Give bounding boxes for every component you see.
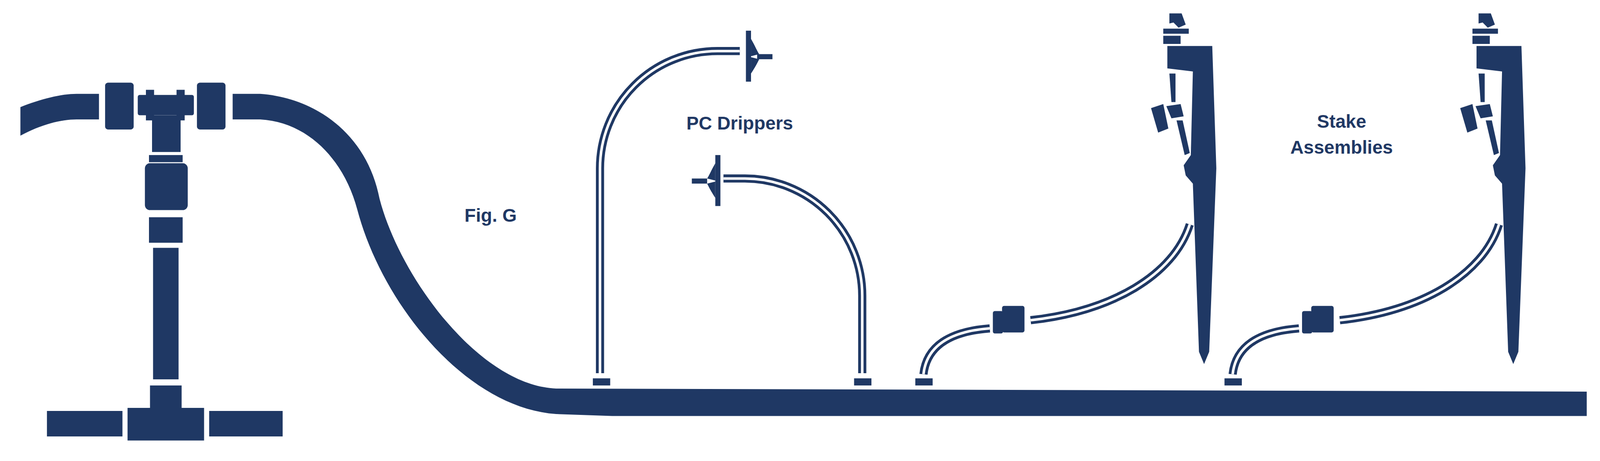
- tube-connector: [992, 311, 1003, 334]
- stake-emitter: [1163, 28, 1189, 34]
- figure-label: Fig. G: [464, 203, 517, 229]
- stake-emitter: [1176, 120, 1190, 156]
- supply-pipe: [47, 411, 123, 437]
- stake: [1167, 46, 1216, 365]
- tee-fitting: [145, 90, 155, 97]
- stake-tube: [923, 328, 990, 375]
- micro-tube: [723, 178, 863, 374]
- stake-tube: [1030, 224, 1190, 321]
- pc-dripper: [691, 178, 708, 185]
- barb: [592, 378, 610, 386]
- pc-dripper: [751, 38, 760, 56]
- pc-dripper: [751, 57, 760, 74]
- riser-pipe: [152, 247, 179, 380]
- stake-assembly: [1232, 13, 1526, 375]
- tee-fitting: [137, 94, 194, 116]
- stake-emitter: [1163, 35, 1181, 44]
- figure-label: Stake Assemblies: [1282, 108, 1401, 161]
- bottom-tee: [149, 385, 182, 411]
- barb: [915, 378, 933, 386]
- stake-tube: [1030, 224, 1190, 321]
- bottom-tee: [127, 408, 204, 441]
- stake-tube: [923, 328, 990, 375]
- filter-body: [145, 163, 189, 211]
- barb: [1224, 378, 1242, 386]
- micro-tube: [599, 50, 740, 374]
- tee-fitting: [176, 90, 186, 97]
- pc-dripper: [757, 54, 773, 60]
- stake-emitter: [1169, 73, 1176, 102]
- inlet-pipe: [20, 94, 99, 136]
- barb: [854, 378, 872, 386]
- tee-stem: [152, 115, 181, 153]
- pc-dripper: [715, 155, 721, 207]
- figure-label: PC Drippers: [686, 110, 794, 137]
- stake-emitter: [1166, 104, 1184, 119]
- pc-dripper: [707, 163, 716, 181]
- filter-ring: [148, 217, 183, 244]
- stake-emitter: [1169, 13, 1186, 28]
- filter-ring: [148, 155, 183, 163]
- pc-dripper: [707, 181, 716, 199]
- pc-dripper: [745, 30, 752, 82]
- supply-pipe: [209, 411, 283, 437]
- stake-emitter: [1150, 104, 1169, 133]
- tube-connector: [1001, 306, 1025, 333]
- micro-tube: [599, 50, 740, 374]
- coupling: [105, 82, 134, 130]
- micro-tube: [723, 178, 863, 374]
- coupling: [196, 82, 226, 130]
- main-hose: [232, 94, 1587, 417]
